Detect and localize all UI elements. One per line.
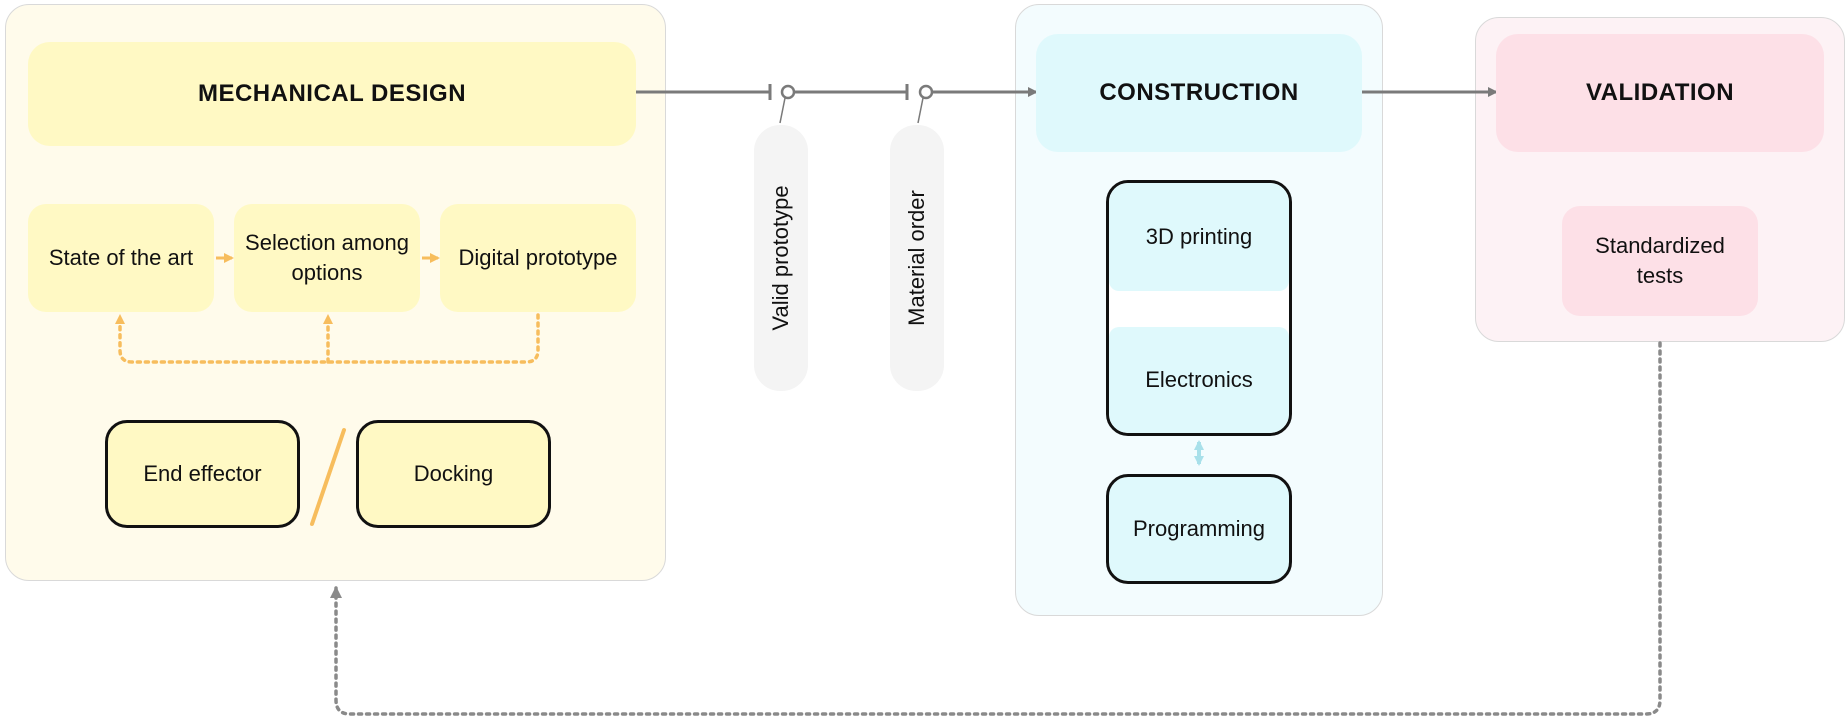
mechanical-design-header: MECHANICAL DESIGN	[28, 42, 636, 146]
construction-3d-printing: 3D printing	[1109, 183, 1289, 291]
validation-feedback-loop	[330, 341, 1662, 716]
variant-end-effector: End effector	[105, 420, 300, 528]
milestone-valid-prototype: Valid prototype	[754, 125, 808, 391]
construction-programming: Programming	[1106, 474, 1292, 584]
milestone-tether-material	[917, 97, 924, 124]
milestone-node-valid	[780, 84, 796, 100]
milestone-material-order-label: Material order	[904, 190, 929, 326]
step-digital-prototype: Digital prototype	[440, 204, 636, 312]
variant-separator-slash	[310, 428, 346, 526]
milestone-node-material	[918, 84, 934, 100]
validation-standardized-tests: Standardized tests	[1562, 206, 1758, 316]
milestone-valid-prototype-label: Valid prototype	[768, 185, 793, 331]
construction-electronics: Electronics	[1109, 327, 1289, 433]
construction-header: CONSTRUCTION	[1036, 34, 1362, 152]
construction-stack: 3D printing Electronics	[1106, 180, 1292, 436]
variant-docking: Docking	[356, 420, 551, 528]
milestone-material-order: Material order	[890, 125, 944, 391]
step-state-of-the-art: State of the art	[28, 204, 214, 312]
milestone-tether-valid	[779, 97, 786, 124]
validation-header: VALIDATION	[1496, 34, 1824, 152]
step-selection-among-options: Selection among options	[234, 204, 420, 312]
